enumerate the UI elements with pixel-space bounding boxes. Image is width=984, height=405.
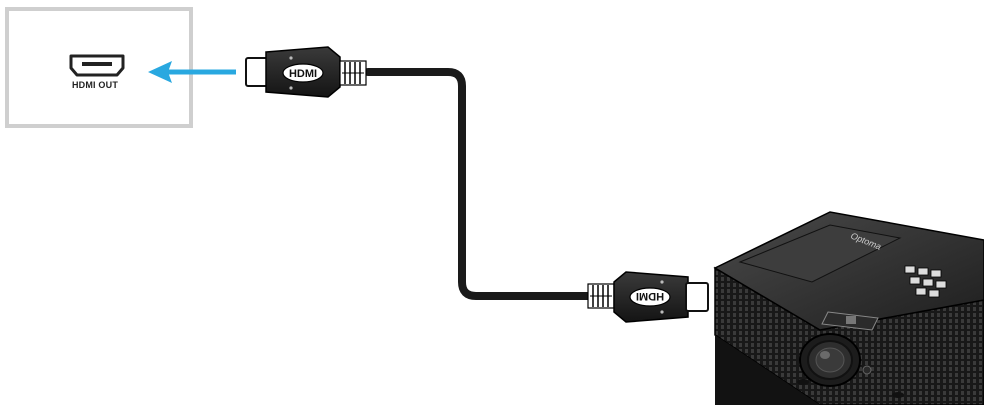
hdmi-plug-bottom: HDMI (587, 271, 709, 323)
hdmi-logo-bottom: HDMI (636, 290, 664, 302)
hdmi-plug-top: HDMI (245, 46, 367, 98)
hdmi-cable (364, 68, 594, 300)
projector-lens (799, 333, 861, 387)
hdmi-port-icon (69, 54, 125, 77)
projector: Optoma (713, 211, 984, 405)
hdmi-out-label: HDMI OUT (71, 80, 119, 90)
projector-keypad (904, 265, 947, 298)
hdmi-logo-top: HDMI (289, 68, 317, 80)
arrow-icon (148, 61, 236, 83)
